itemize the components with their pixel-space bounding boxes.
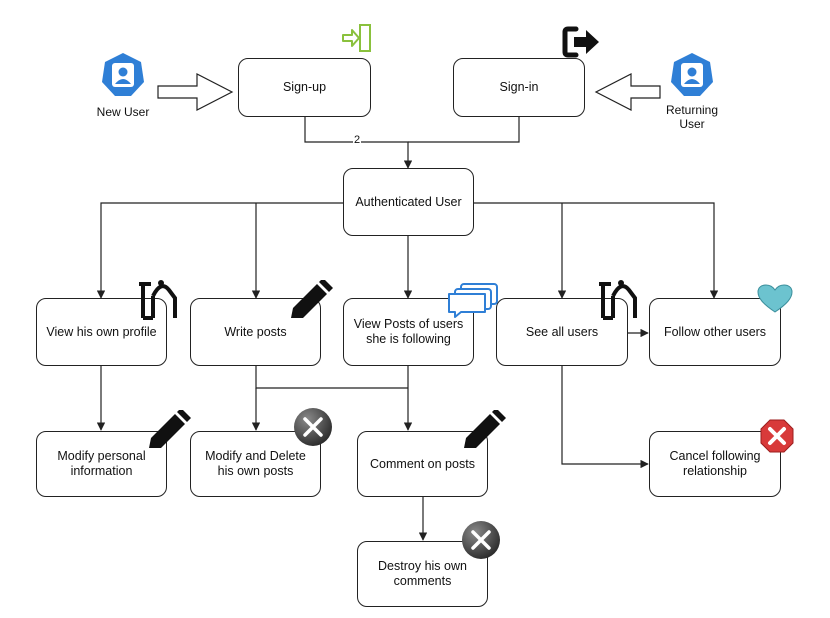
node-destroy-comments: Destroy his own comments bbox=[357, 541, 488, 607]
node-follow-users: Follow other users bbox=[649, 298, 781, 366]
node-write-posts-label: Write posts bbox=[224, 324, 287, 339]
node-view-profile-label: View his own profile bbox=[46, 324, 157, 339]
arrow-newuser-signup bbox=[157, 73, 234, 111]
node-view-posts-label-2: she is following bbox=[366, 332, 451, 346]
arrow-returning-signin bbox=[594, 73, 661, 111]
node-modify-posts-label-1: Modify and Delete bbox=[205, 449, 306, 463]
node-destroy-label-1: Destroy his own bbox=[378, 559, 467, 573]
node-see-users-label: See all users bbox=[525, 324, 599, 339]
node-destroy-label-2: comments bbox=[393, 574, 452, 588]
node-modify-posts-label-2: his own posts bbox=[217, 464, 294, 478]
node-see-all-users: See all users bbox=[496, 298, 628, 366]
sign-in-door-icon bbox=[342, 24, 371, 52]
actor-returning-user: Returning User bbox=[656, 52, 728, 131]
edge-label-merge: 2 bbox=[353, 134, 362, 146]
node-cancel-label-2: relationship bbox=[683, 464, 747, 478]
node-view-profile: View his own profile bbox=[36, 298, 167, 366]
pencil-icon bbox=[464, 410, 506, 448]
delete-x-icon bbox=[294, 408, 332, 446]
sign-out-arrow-icon bbox=[562, 26, 599, 58]
node-cancel-following: Cancel following relationship bbox=[649, 431, 781, 497]
node-modify-posts: Modify and Delete his own posts bbox=[190, 431, 321, 497]
edge-signin-auth bbox=[408, 117, 520, 143]
delete-x-icon bbox=[462, 521, 500, 559]
edge-auth-bus-left bbox=[96, 202, 343, 299]
node-modify-info-label-1: Modify personal bbox=[57, 449, 146, 463]
node-view-posts-label-1: View Posts of users bbox=[353, 317, 464, 331]
user-badge-icon bbox=[671, 53, 713, 96]
heart-icon bbox=[757, 284, 793, 313]
edge-auth-bus-right bbox=[474, 202, 719, 299]
actor-returning-user-label-1: Returning bbox=[665, 103, 719, 117]
node-signin: Sign-in bbox=[453, 58, 585, 117]
actor-returning-user-label-2: User bbox=[679, 117, 705, 131]
pencil-icon bbox=[291, 280, 333, 318]
chat-bubbles-icon bbox=[448, 283, 498, 318]
node-comment-label: Comment on posts bbox=[370, 456, 475, 471]
node-auth-label: Authenticated User bbox=[355, 194, 462, 209]
pencil-icon bbox=[149, 410, 191, 448]
edge-seeusers-cancel bbox=[561, 366, 649, 469]
bucket-icon bbox=[599, 280, 637, 320]
red-x-icon bbox=[760, 419, 794, 453]
node-signin-label: Sign-in bbox=[499, 80, 539, 94]
user-badge-icon bbox=[102, 53, 144, 96]
actor-new-user: New User bbox=[88, 52, 158, 119]
node-signup: Sign-up bbox=[238, 58, 371, 117]
bucket-icon bbox=[139, 280, 177, 320]
actor-new-user-label: New User bbox=[96, 105, 150, 119]
node-cancel-label-1: Cancel following bbox=[669, 449, 761, 463]
node-modify-info-label-2: information bbox=[70, 464, 133, 478]
node-signup-label: Sign-up bbox=[282, 80, 327, 94]
node-modify-info: Modify personal information bbox=[36, 431, 167, 497]
node-authenticated-user: Authenticated User bbox=[343, 168, 474, 236]
edge-write-join bbox=[255, 366, 408, 389]
node-follow-users-label: Follow other users bbox=[663, 324, 767, 339]
